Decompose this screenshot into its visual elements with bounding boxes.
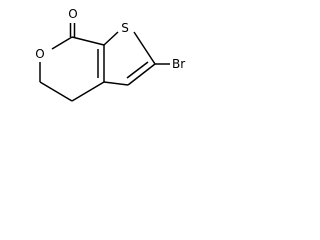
bonds	[39, 23, 170, 102]
chemical-structure: O O S Br	[35, 7, 185, 102]
carbonyl-oxygen-label: O	[68, 7, 77, 21]
c7a-sulfur-bond	[103, 31, 119, 46]
bromine-label: Br	[172, 57, 185, 71]
sulfur-label: S	[121, 21, 129, 35]
c4-c3a-bond	[71, 81, 105, 102]
c3-c3a-bond	[103, 81, 129, 86]
c5-c4-bond	[39, 81, 73, 102]
atom-labels: O O S Br	[35, 7, 185, 71]
c2-c3-double-inner	[126, 61, 149, 79]
c7a-c7-bond	[71, 36, 105, 46]
c2-c3-bond	[127, 63, 156, 86]
sulfur-c2-bond	[133, 31, 156, 65]
ring-oxygen-label: O	[35, 47, 44, 61]
c7-ring-oxygen-bond	[51, 36, 73, 50]
